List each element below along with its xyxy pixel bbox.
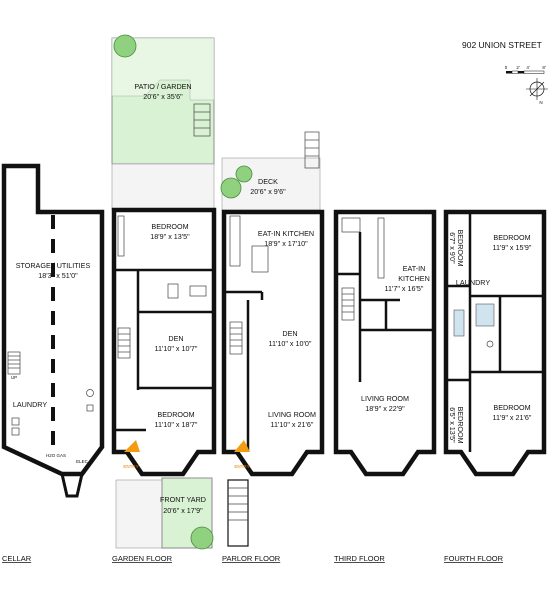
fourth-mid-bedroom-name: BEDROOM bbox=[456, 406, 465, 443]
cellar-stair-icon bbox=[7, 351, 21, 375]
compass-north-label: N bbox=[539, 100, 542, 105]
fourth-mid-bedroom-dims: 6'5" x 13'5" bbox=[448, 407, 457, 443]
garden-den-name: DEN bbox=[168, 334, 183, 343]
scale-tick-2: 2' bbox=[516, 65, 520, 70]
bath-sink-icon bbox=[167, 283, 179, 299]
fourth-bath-icon bbox=[475, 303, 495, 327]
fourth-small-bedroom-dims: 6'7" x 9'0" bbox=[448, 232, 457, 264]
parlor-living-name: LIVING ROOM bbox=[268, 410, 316, 419]
floor-label-garden: GARDEN FLOOR bbox=[112, 554, 173, 563]
third-floor-plan: EAT-IN KITCHEN 11'7" x 16'5" LIVING ROOM… bbox=[333, 209, 437, 477]
scale-tick-8: 8' bbox=[542, 65, 546, 70]
kitchen-island-icon bbox=[251, 245, 269, 273]
third-living-name: LIVING ROOM bbox=[361, 394, 409, 403]
deck-stair-icon bbox=[304, 131, 320, 169]
cellar-laundry-name: LAUNDRY bbox=[13, 400, 47, 409]
deck-dims: 20'6" x 9'6" bbox=[250, 187, 286, 196]
scale-tick-4: 4' bbox=[526, 65, 530, 70]
garden-bedroom-rear-dims: 18'9" x 13'5" bbox=[150, 232, 190, 241]
fourth-toilet-icon bbox=[486, 340, 494, 348]
front-tree-icon bbox=[190, 526, 214, 550]
cellar-stoop bbox=[60, 472, 84, 498]
floor-label-fourth: FOURTH FLOOR bbox=[444, 554, 504, 563]
scale-tick-0: 0 bbox=[505, 65, 508, 70]
fourth-bedroom-rear-dims: 11'9" x 15'9" bbox=[493, 243, 532, 252]
third-bathtub-icon bbox=[341, 217, 361, 233]
parlor-kitchen-dims: 18'9" x 17'10" bbox=[264, 239, 308, 248]
floor-label-cellar: CELLAR bbox=[2, 554, 32, 563]
garden-bedroom-front-dims: 11'10" x 18'7" bbox=[155, 420, 198, 429]
cellar-plan: UP STORAGE / UTILITIES 18'3" x 51'0" LAU… bbox=[1, 163, 105, 498]
cellar-elec-label: ELEC bbox=[76, 459, 89, 464]
fourth-bedroom-rear-name: BEDROOM bbox=[493, 233, 530, 242]
floor-label-third: THIRD FLOOR bbox=[334, 554, 385, 563]
bathtub-icon bbox=[189, 285, 207, 297]
cellar-h2o-label: H2O GAS bbox=[46, 453, 66, 458]
scale-bar: 0 2' 4' 8' bbox=[505, 65, 546, 74]
boiler-icon bbox=[86, 389, 94, 397]
garden-bedroom-rear-name: BEDROOM bbox=[151, 222, 188, 231]
fourth-small-bedroom-name: BEDROOM bbox=[456, 229, 465, 266]
fourth-shower-icon bbox=[453, 309, 465, 337]
cellar-storage-dims: 18'3" x 51'0" bbox=[38, 271, 78, 280]
front-yard-name: FRONT YARD bbox=[160, 495, 206, 504]
deck-name: DECK bbox=[258, 177, 278, 186]
parlor-entry-icon bbox=[234, 440, 250, 452]
kitchen-counter-icon bbox=[229, 215, 241, 267]
entry-icon bbox=[124, 440, 140, 452]
cellar-up-label: UP bbox=[11, 375, 17, 380]
parlor-floor-plan: ENTRY DECK 20'6" x 9'6" EAT-IN KITCHEN 1… bbox=[220, 131, 325, 547]
third-counter-icon bbox=[377, 217, 385, 279]
fourth-bedroom-front-name: BEDROOM bbox=[493, 403, 530, 412]
fourth-bedroom-front-dims: 11'9" x 21'6" bbox=[493, 413, 532, 422]
closet-icon bbox=[117, 215, 125, 257]
cellar-storage-name: STORAGE / UTILITIES bbox=[16, 261, 91, 270]
garden-bedroom-front-name: BEDROOM bbox=[157, 410, 194, 419]
parlor-stair-icon bbox=[229, 321, 243, 355]
plan-title: 902 UNION STREET bbox=[462, 40, 542, 50]
dryer-icon bbox=[11, 427, 20, 436]
parlor-living-dims: 11'10" x 21'6" bbox=[271, 420, 314, 429]
fourth-laundry-name: LAUNDRY bbox=[456, 278, 490, 287]
rear-terrace bbox=[111, 163, 215, 211]
third-kitchen-dims: 11'7" x 16'5" bbox=[385, 284, 424, 293]
front-yard-dims: 20'6" x 17'9" bbox=[163, 506, 203, 515]
parlor-den-name: DEN bbox=[282, 329, 297, 338]
parlor-kitchen-name: EAT-IN KITCHEN bbox=[258, 229, 314, 238]
patio-dims: 20'6" x 35'6" bbox=[143, 92, 183, 101]
third-kitchen-name: EAT-IN bbox=[403, 264, 426, 273]
floor-label-parlor: PARLOR FLOOR bbox=[222, 554, 281, 563]
garden-den-dims: 11'10" x 10'7" bbox=[155, 344, 198, 353]
tree-icon bbox=[113, 34, 137, 58]
third-kitchen-name2: KITCHEN bbox=[398, 274, 430, 283]
fourth-floor-plan: BEDROOM 11'9" x 15'9" BEDROOM 6'7" x 9'0… bbox=[443, 209, 547, 477]
garden-entry-label: ENTRY bbox=[123, 464, 138, 469]
patio-name: PATIO / GARDEN bbox=[134, 82, 191, 91]
compass-icon: N bbox=[526, 78, 548, 105]
third-living-dims: 18'9" x 22'9" bbox=[365, 404, 405, 413]
parlor-den-dims: 11'10" x 10'0" bbox=[269, 339, 312, 348]
third-stair-icon bbox=[341, 287, 355, 321]
stoop-stairs-icon bbox=[227, 479, 249, 547]
deck-tree-icon bbox=[220, 177, 242, 199]
garden-floor-plan: ENTRY PATIO / GARDEN 20'6" x 35'6" BEDRO… bbox=[111, 34, 217, 550]
parlor-entry-label: ENTRY bbox=[234, 464, 249, 469]
garden-interior-stair-icon bbox=[117, 327, 131, 359]
washer-icon bbox=[11, 417, 20, 426]
meter-icon bbox=[86, 404, 94, 412]
